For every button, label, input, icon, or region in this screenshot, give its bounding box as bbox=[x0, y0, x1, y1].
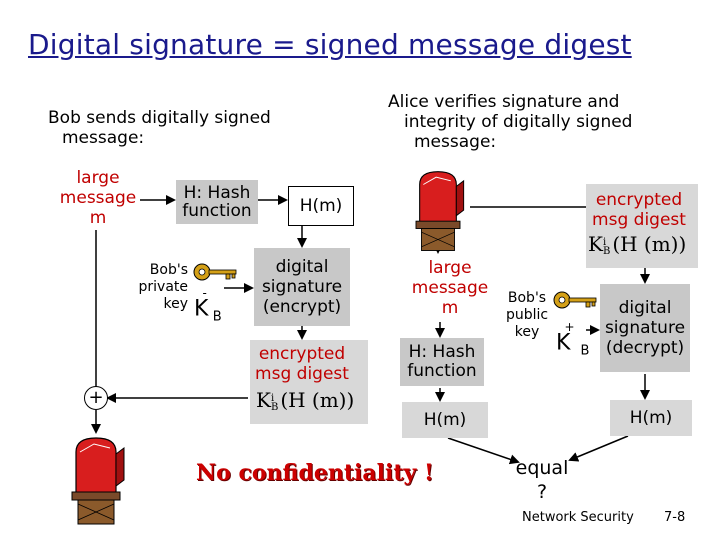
alice-heading-line1: Alice verifies signature and bbox=[388, 92, 620, 112]
plus-sign: + bbox=[88, 387, 104, 408]
alice-heading: Alice verifies signature and integrity o… bbox=[388, 92, 688, 152]
bob-key-line2: private bbox=[138, 279, 189, 295]
alice-public-key-label: Bob's public key bbox=[500, 290, 554, 341]
alice-message-line2: message bbox=[411, 278, 489, 298]
bob-digital-signature-encrypt: digital signature (encrypt) bbox=[254, 248, 350, 326]
alice-formula-sub-top: i bbox=[602, 237, 607, 248]
alice-heading-line3: message: bbox=[414, 132, 497, 152]
alice-formula-rest: (H (m)) bbox=[612, 232, 687, 256]
bob-message-line2: message bbox=[59, 188, 137, 208]
bob-mailbox-icon bbox=[71, 437, 125, 525]
bob-key-line1: Bob's bbox=[149, 262, 188, 278]
slide-title: Digital signature = signed message diges… bbox=[28, 28, 632, 61]
alice-encrypted-label: encrypted msg digest bbox=[586, 190, 692, 230]
bob-formula-rest: (H (m)) bbox=[280, 388, 355, 412]
arrow-hm-right-to-equal bbox=[568, 435, 629, 462]
bob-message-line1: large bbox=[76, 168, 120, 188]
alice-message-line1: large bbox=[428, 258, 472, 278]
bob-key-sub: B bbox=[212, 309, 222, 325]
bob-enc-line2: msg digest bbox=[255, 364, 349, 384]
alice-key-line1: Bob's bbox=[507, 290, 547, 306]
alice-sig-line3: (decrypt) bbox=[605, 338, 685, 358]
alice-key-icon bbox=[553, 291, 597, 309]
bob-key-icon bbox=[193, 263, 237, 281]
bob-message-line3: m bbox=[89, 208, 107, 228]
bob-key-sup: - bbox=[202, 286, 207, 300]
bob-key-k: K bbox=[194, 296, 209, 322]
bob-formula-sub-bot: B bbox=[270, 402, 279, 413]
alice-hash-function: H: Hash function bbox=[400, 338, 484, 386]
alice-hash-line2: function bbox=[407, 361, 477, 381]
bob-formula-sub-top: i bbox=[270, 393, 275, 404]
alice-hm-left-box: H(m) bbox=[402, 402, 488, 438]
alice-hash-line1: H: Hash bbox=[408, 342, 476, 362]
bob-key-line3: key bbox=[163, 296, 188, 312]
alice-heading-line2: integrity of digitally signed bbox=[404, 112, 633, 132]
alice-key-line2: public bbox=[505, 307, 549, 323]
bob-hash-function: H: Hash function bbox=[176, 180, 258, 224]
bob-sig-line1: digital bbox=[275, 257, 329, 277]
alice-sig-line2: signature bbox=[604, 318, 686, 338]
alice-enc-line2: msg digest bbox=[592, 210, 686, 230]
equal-line2: ? bbox=[536, 481, 548, 503]
bob-formula-k: K bbox=[256, 388, 271, 412]
alice-key-sub: B bbox=[580, 343, 590, 359]
alice-public-key-symbol: K+ B bbox=[556, 320, 590, 359]
footer-course: Network Security bbox=[522, 510, 634, 525]
alice-message-line3: m bbox=[441, 298, 459, 318]
bob-heading: Bob sends digitally signed message: bbox=[48, 108, 308, 148]
alice-sig-line1: digital bbox=[618, 298, 672, 318]
equal-question: equal ? bbox=[510, 456, 574, 504]
footer-page: 7-8 bbox=[664, 510, 686, 525]
alice-key-line3: key bbox=[514, 324, 540, 340]
alice-mailbox-icon bbox=[415, 171, 465, 251]
bob-large-message: large message m bbox=[56, 168, 140, 228]
bob-private-key-symbol: K-B bbox=[194, 286, 222, 325]
alice-formula-k: K bbox=[588, 232, 603, 256]
alice-hm-right-box: H(m) bbox=[610, 400, 692, 436]
bob-enc-line1: encrypted bbox=[258, 344, 346, 364]
equal-line1: equal bbox=[515, 457, 569, 479]
bob-sig-line3: (encrypt) bbox=[262, 297, 342, 317]
bob-hash-line2: function bbox=[182, 201, 252, 221]
alice-enc-line1: encrypted bbox=[595, 190, 683, 210]
arrow-hm-left-to-equal bbox=[447, 437, 520, 465]
alice-digital-signature-decrypt: digital signature (decrypt) bbox=[600, 284, 690, 372]
alice-key-k: K bbox=[556, 330, 571, 356]
bob-private-key-label: Bob's private key bbox=[120, 262, 189, 313]
no-confidentiality-note: No confidentiality ! bbox=[196, 460, 434, 486]
bob-hm-box: H(m) bbox=[288, 186, 354, 226]
alice-formula-sub-bot: B bbox=[602, 246, 611, 257]
bob-heading-line2: message: bbox=[62, 128, 145, 148]
bob-hash-line1: H: Hash bbox=[183, 183, 251, 203]
bob-sig-line2: signature bbox=[261, 277, 343, 297]
alice-large-message: large message m bbox=[404, 258, 496, 318]
alice-key-sup: + bbox=[564, 320, 575, 334]
bob-heading-line1: Bob sends digitally signed bbox=[48, 108, 271, 128]
bob-encrypted-label: encrypted msg digest bbox=[250, 344, 354, 384]
plus-combiner: + bbox=[84, 386, 108, 410]
